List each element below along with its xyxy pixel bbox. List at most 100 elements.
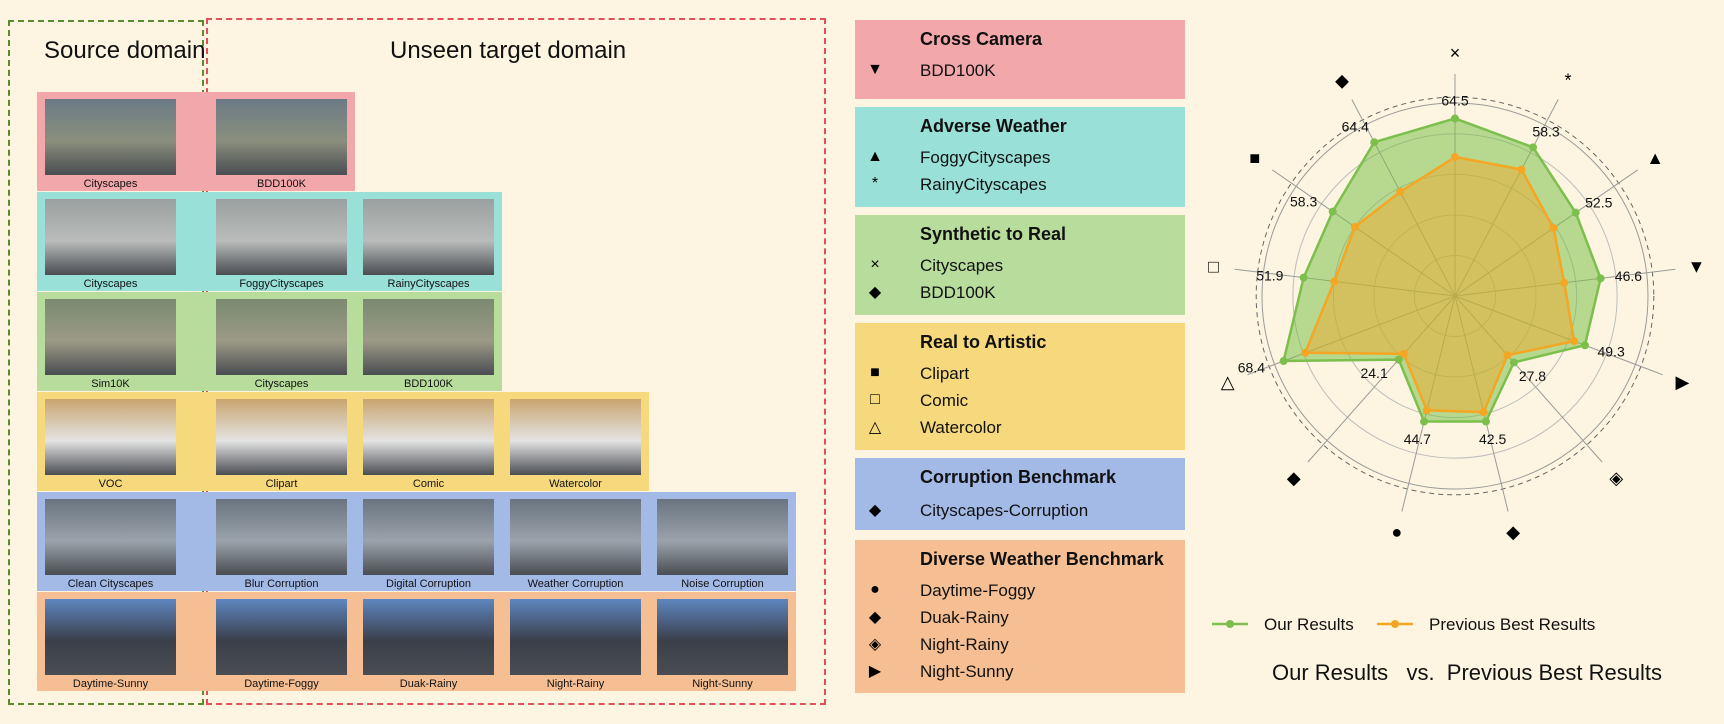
legend-item: △ Watercolor: [855, 415, 1185, 439]
radar-point: [1399, 349, 1408, 358]
legend-group-title: Real to Artistic: [920, 332, 1047, 352]
radar-point: [1370, 138, 1379, 147]
dataset-caption: Clipart: [265, 478, 298, 490]
legend-symbol-icon: ◆: [868, 284, 882, 301]
legend-item: ◆ Duak-Rainy: [855, 605, 1185, 629]
radar-axis-symbol-icon: △: [1221, 372, 1235, 392]
dataset-thumbnail: [45, 399, 176, 475]
radar-point: [1451, 114, 1459, 123]
radar-point: [1481, 417, 1490, 426]
radar-chart: 64.5×58.3*52.5▲46.6▼49.3▶27.8◈42.5◆44.7●…: [1208, 43, 1705, 685]
dataset-thumbnail: [45, 299, 176, 375]
dataset-caption: Cityscapes: [254, 378, 309, 390]
legend-symbol-icon: ◈: [868, 636, 882, 653]
legend-item: ×Cityscapes: [855, 253, 1185, 277]
dataset-caption: Noise Corruption: [681, 578, 764, 590]
source-dataset-tile: Daytime-Sunny: [37, 592, 184, 691]
radar-axis-symbol-icon: ▶: [1675, 372, 1689, 392]
target-dataset-tile: RainyCityscapes: [355, 192, 502, 291]
radar-point: [1422, 406, 1431, 415]
radar-point: [1279, 357, 1288, 366]
radar-point: [1571, 208, 1580, 217]
dataset-caption: Sim10K: [91, 378, 130, 390]
legend-item: ◈ Night-Rainy: [855, 632, 1185, 656]
target-dataset-tile: Weather Corruption: [502, 492, 649, 591]
legend-item-label: Duak-Rainy: [920, 608, 1009, 627]
radar-value-label: 44.7: [1404, 431, 1431, 447]
legend-item-label: Comic: [920, 391, 969, 410]
legend-symbol-icon: △: [868, 419, 882, 436]
radar-axis-symbol-icon: ×: [1450, 43, 1461, 63]
radar-value-label: 42.5: [1479, 431, 1506, 447]
radar-value-label: 27.8: [1519, 368, 1546, 384]
legend-item-label: RainyCityscapes: [920, 175, 1047, 194]
dataset-caption: FoggyCityscapes: [239, 278, 324, 290]
radar-point: [1328, 207, 1337, 216]
radar-axis-symbol-icon: *: [1565, 71, 1572, 91]
dataset-thumbnail: [510, 399, 641, 475]
dataset-thumbnail: [45, 499, 176, 575]
target-dataset-tile: Blur Corruption: [208, 492, 355, 591]
radar-legend-label: Previous Best Results: [1429, 615, 1595, 634]
dataset-caption: Clean Cityscapes: [67, 578, 154, 590]
dataset-thumbnail: [45, 599, 176, 675]
dataset-thumbnail: [216, 299, 347, 375]
target-dataset-tile: Noise Corruption: [649, 492, 796, 591]
radar-axis-symbol-icon: ◆: [1287, 468, 1301, 488]
legend-item-label: Cityscapes: [920, 256, 1004, 275]
dataset-thumbnail: [216, 599, 347, 675]
dataset-thumbnail: [45, 199, 176, 275]
legend-symbol-icon: ■: [870, 364, 880, 381]
target-dataset-tile: Cityscapes: [208, 292, 355, 391]
radar-axis-symbol-icon: ▼: [1687, 257, 1705, 277]
legend-group: Cross Camera▼BDD100K: [855, 20, 1185, 99]
dataset-caption: Cityscapes: [83, 278, 138, 290]
legend-group-title: Corruption Benchmark: [920, 467, 1117, 487]
radar-value-label: 64.5: [1441, 92, 1468, 108]
dataset-caption: Daytime-Foggy: [244, 678, 319, 690]
source-domain-header: Source domain: [44, 37, 206, 64]
target-domain-header: Unseen target domain: [390, 37, 627, 64]
radar-point: [1560, 278, 1569, 287]
radar-series-area: [1303, 155, 1576, 414]
radar-axis-symbol-icon: ■: [1249, 148, 1260, 168]
legend-group-title: Adverse Weather: [920, 116, 1067, 136]
radar-point: [1503, 351, 1512, 360]
dataset-thumbnail: [216, 199, 347, 275]
radar-axis-symbol-icon: ◈: [1609, 468, 1623, 488]
dataset-caption: BDD100K: [257, 178, 306, 190]
legend-item-label: Night-Rainy: [920, 635, 1009, 654]
radar-legend-marker: [1391, 620, 1399, 628]
legend-item-label: Watercolor: [920, 418, 1002, 437]
target-dataset-tile: FoggyCityscapes: [208, 192, 355, 291]
radar-point: [1529, 143, 1538, 152]
dataset-thumbnail: [363, 399, 494, 475]
radar-value-label: 49.3: [1597, 344, 1624, 360]
target-dataset-tile: Comic: [355, 392, 502, 491]
radar-point: [1394, 355, 1403, 364]
radar-point: [1420, 417, 1429, 426]
legend-group-title: Synthetic to Real: [920, 224, 1067, 244]
legend-item: ▶Night-Sunny: [855, 659, 1185, 683]
legend-item-label: Clipart: [920, 364, 970, 383]
radar-point: [1517, 165, 1526, 174]
legend-symbol-icon: *: [871, 175, 879, 192]
legend-group: Real to Artistic■Clipart□Comic△Watercolo…: [855, 323, 1185, 450]
radar-point: [1350, 222, 1359, 231]
radar-point: [1549, 224, 1558, 233]
legend-group: Adverse Weather▲FoggyCityscapes*RainyCit…: [855, 107, 1185, 207]
legend-item: ▼BDD100K: [855, 58, 1185, 82]
legend-symbol-icon: ▶: [868, 663, 882, 680]
dataset-thumbnail: [657, 499, 788, 575]
legend-symbol-icon: ◆: [868, 609, 882, 626]
dataset-thumbnail: [216, 99, 347, 175]
radar-value-label: 58.3: [1290, 193, 1317, 209]
dataset-thumbnail: [216, 499, 347, 575]
radar-point: [1596, 274, 1605, 283]
dataset-thumbnail: [363, 599, 494, 675]
legend-item: * RainyCityscapes: [855, 172, 1185, 196]
dataset-caption: VOC: [98, 478, 123, 490]
legend-group-title: Diverse Weather Benchmark: [920, 549, 1164, 569]
target-dataset-tile: Night-Sunny: [649, 592, 796, 691]
radar-axis-symbol-icon: ▲: [1646, 148, 1664, 168]
